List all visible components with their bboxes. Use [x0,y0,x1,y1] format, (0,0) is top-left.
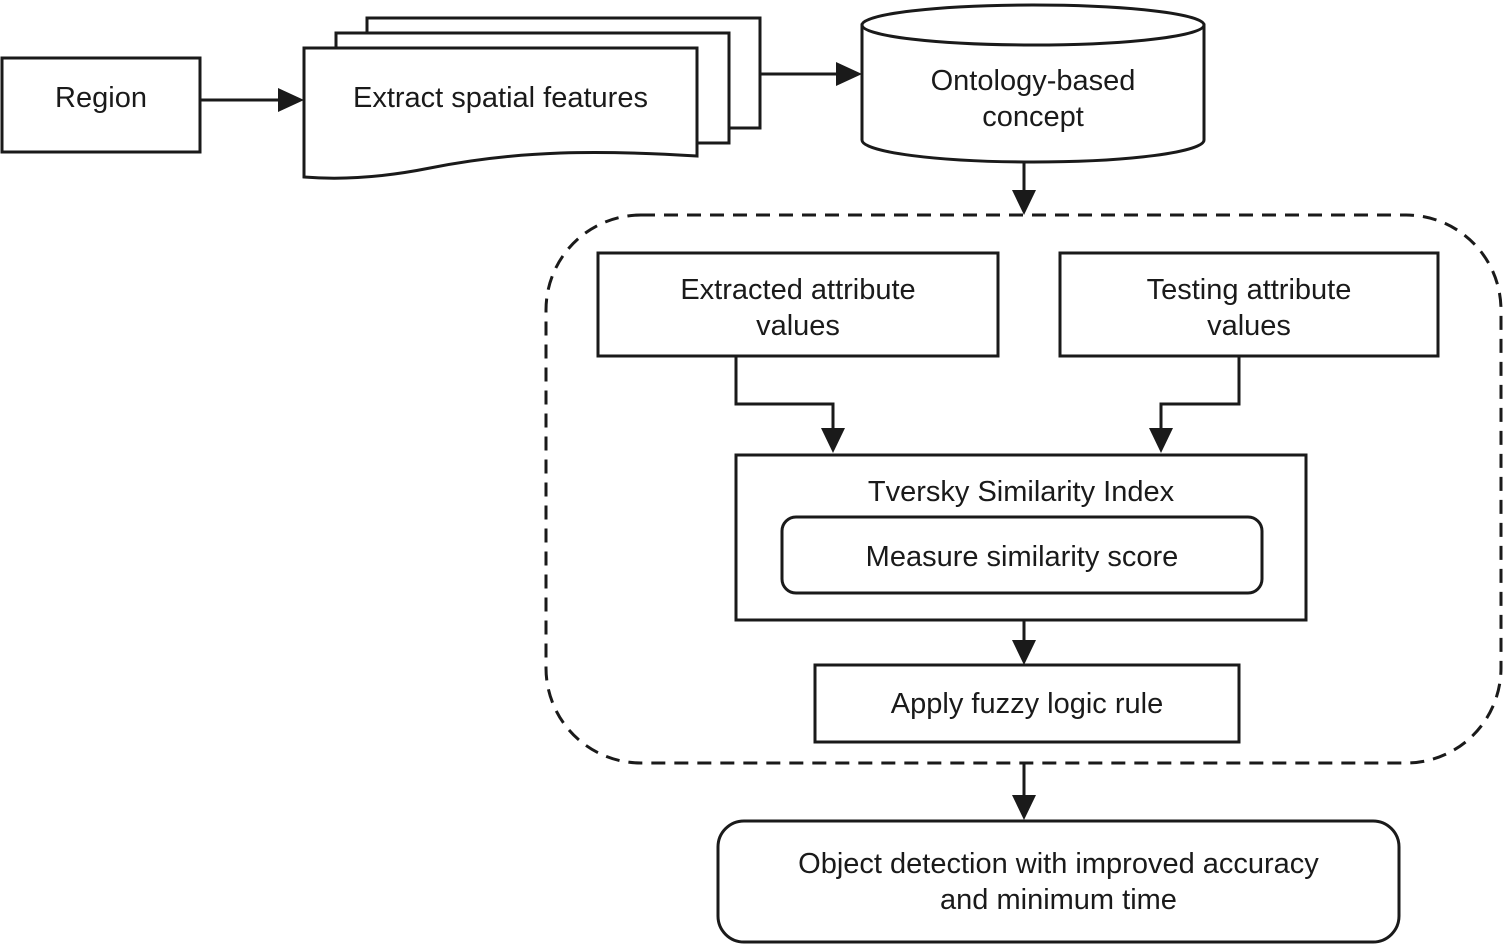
arrow-testing-to-tversky [1149,356,1241,453]
arrow-extract-to-ontology [760,62,862,86]
extracted-attribute-label: Extracted attribute values [680,274,916,342]
arrow-extracted-to-tversky [734,356,845,453]
extracted-attribute-box [596,251,1000,358]
arrow-tversky-to-fuzzy [1012,620,1036,665]
result-box [716,819,1401,944]
measure-score-label: Measure similarity score [865,541,1179,573]
extract-features-label: Extract spatial features [353,82,648,114]
result-label: Object detection with improved accuracy … [798,847,1319,916]
region-label: Region [55,82,147,114]
fuzzy-logic-box [813,663,1241,744]
ontology-database-cylinder [860,3,1206,164]
arrow-ontology-to-group [1012,163,1036,215]
region-box [0,56,202,154]
arrow-region-to-extract [200,88,304,112]
arrow-group-to-result [1012,763,1036,820]
measure-score-box [780,515,1264,595]
testing-attribute-box [1058,251,1440,358]
tversky-index-label: Tversky Similarity Index [867,476,1175,508]
fuzzy-logic-label: Apply fuzzy logic rule [890,687,1164,720]
ontology-concept-label: Ontology-based concept [930,65,1136,133]
testing-attribute-label: Testing attribute values [1146,274,1352,342]
extract-features-multidocument [302,16,762,180]
